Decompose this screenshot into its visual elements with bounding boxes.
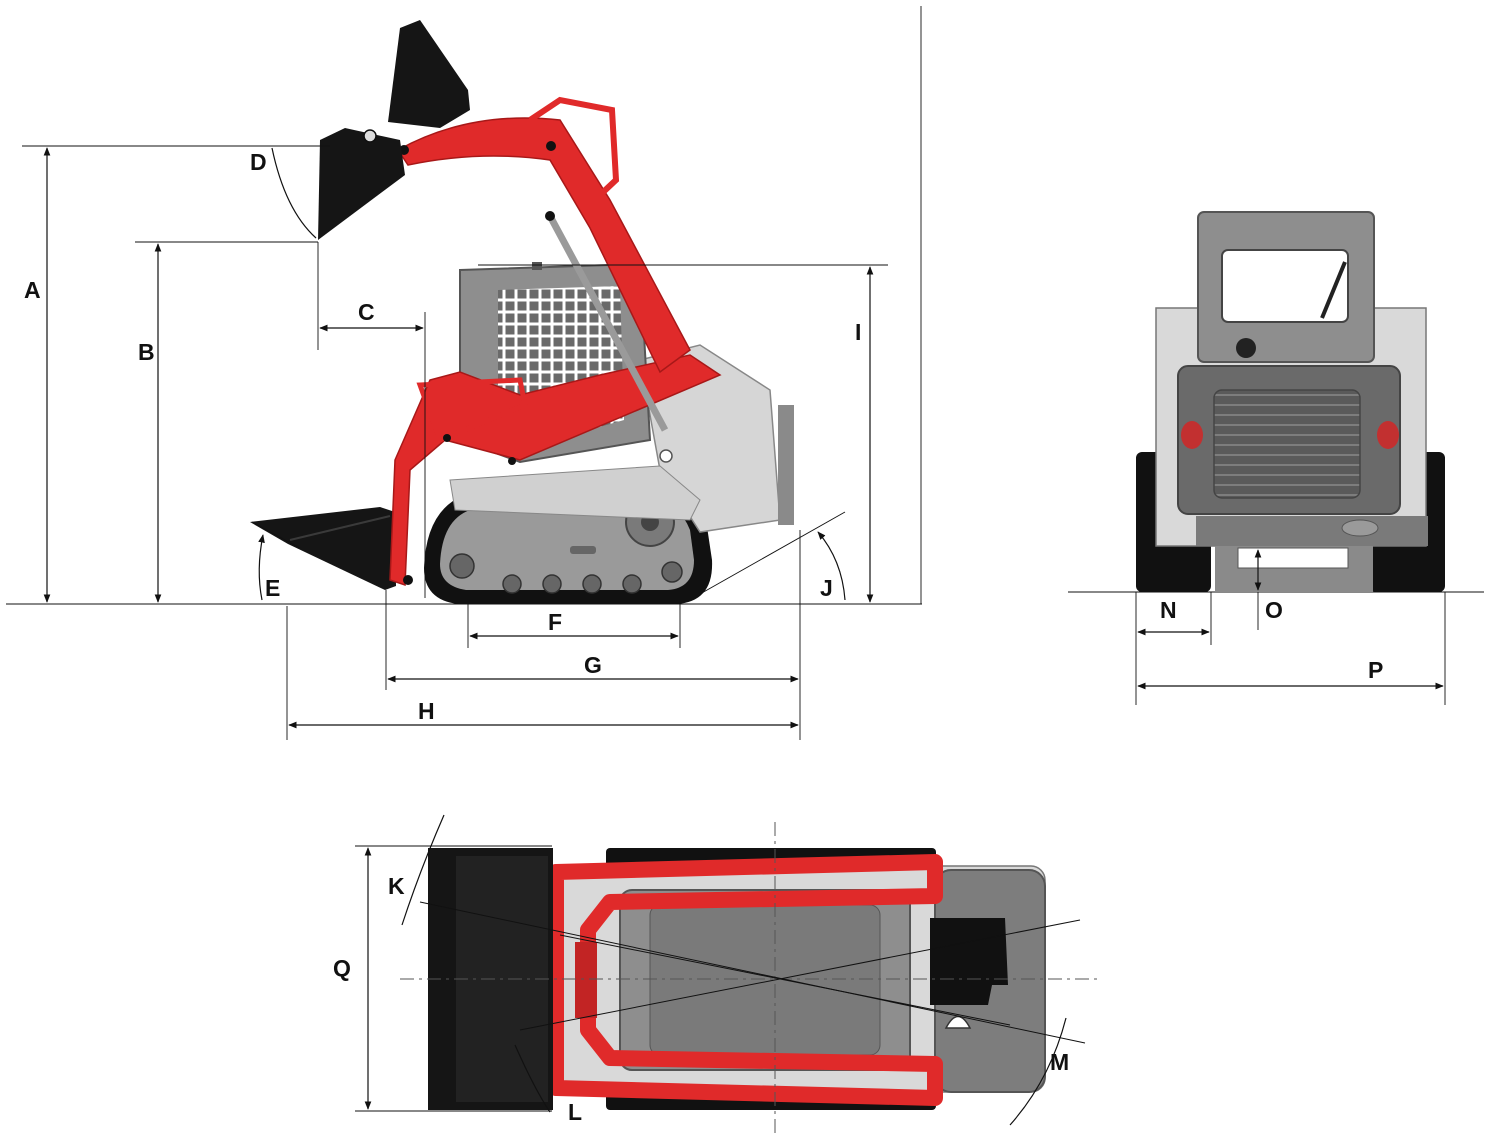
rear-grille <box>778 405 794 525</box>
lowered-bucket <box>250 507 396 590</box>
rear-grille <box>1213 389 1361 499</box>
wiper <box>1320 261 1347 319</box>
top-view: Q K L M <box>333 814 1098 1138</box>
side-panel <box>449 465 701 521</box>
label-L: L <box>568 1099 582 1125</box>
lift-cylinder <box>546 214 669 432</box>
label-A: A <box>24 277 41 303</box>
label-P: P <box>1368 657 1383 683</box>
rear-view: N O P <box>1068 211 1484 705</box>
angle-D <box>271 147 317 239</box>
left-tail-light <box>1181 421 1203 449</box>
label-G: G <box>584 652 602 678</box>
track-rollers <box>449 553 683 594</box>
angle-J <box>817 531 846 601</box>
label-H: H <box>418 698 435 724</box>
raised-bucket <box>318 128 405 240</box>
label-F: F <box>548 609 562 635</box>
lift-arm-raised <box>396 117 691 374</box>
top-lift-arms <box>548 854 943 1106</box>
label-I: I <box>855 319 861 345</box>
raised-bucket-dumped <box>388 20 470 128</box>
label-C: C <box>358 299 375 325</box>
angle-E <box>258 534 265 601</box>
label-O: O <box>1265 597 1283 623</box>
right-tail-light <box>1377 421 1399 449</box>
label-N: N <box>1160 597 1177 623</box>
label-K: K <box>388 873 405 899</box>
label-M: M <box>1050 1049 1069 1075</box>
radius-M <box>1009 1017 1067 1126</box>
label-J: J <box>820 575 833 601</box>
label-D: D <box>250 149 267 175</box>
side-view: A B C D E F G H I <box>6 6 922 740</box>
radius-L <box>514 1044 551 1113</box>
label-Q: Q <box>333 955 351 981</box>
label-B: B <box>138 339 155 365</box>
top-engine-opening <box>930 918 1008 1005</box>
lift-arm-lowered <box>389 354 722 587</box>
label-E: E <box>265 575 280 601</box>
rear-window <box>1221 249 1349 323</box>
rear-hitch <box>1236 338 1256 358</box>
radius-K <box>401 814 445 926</box>
